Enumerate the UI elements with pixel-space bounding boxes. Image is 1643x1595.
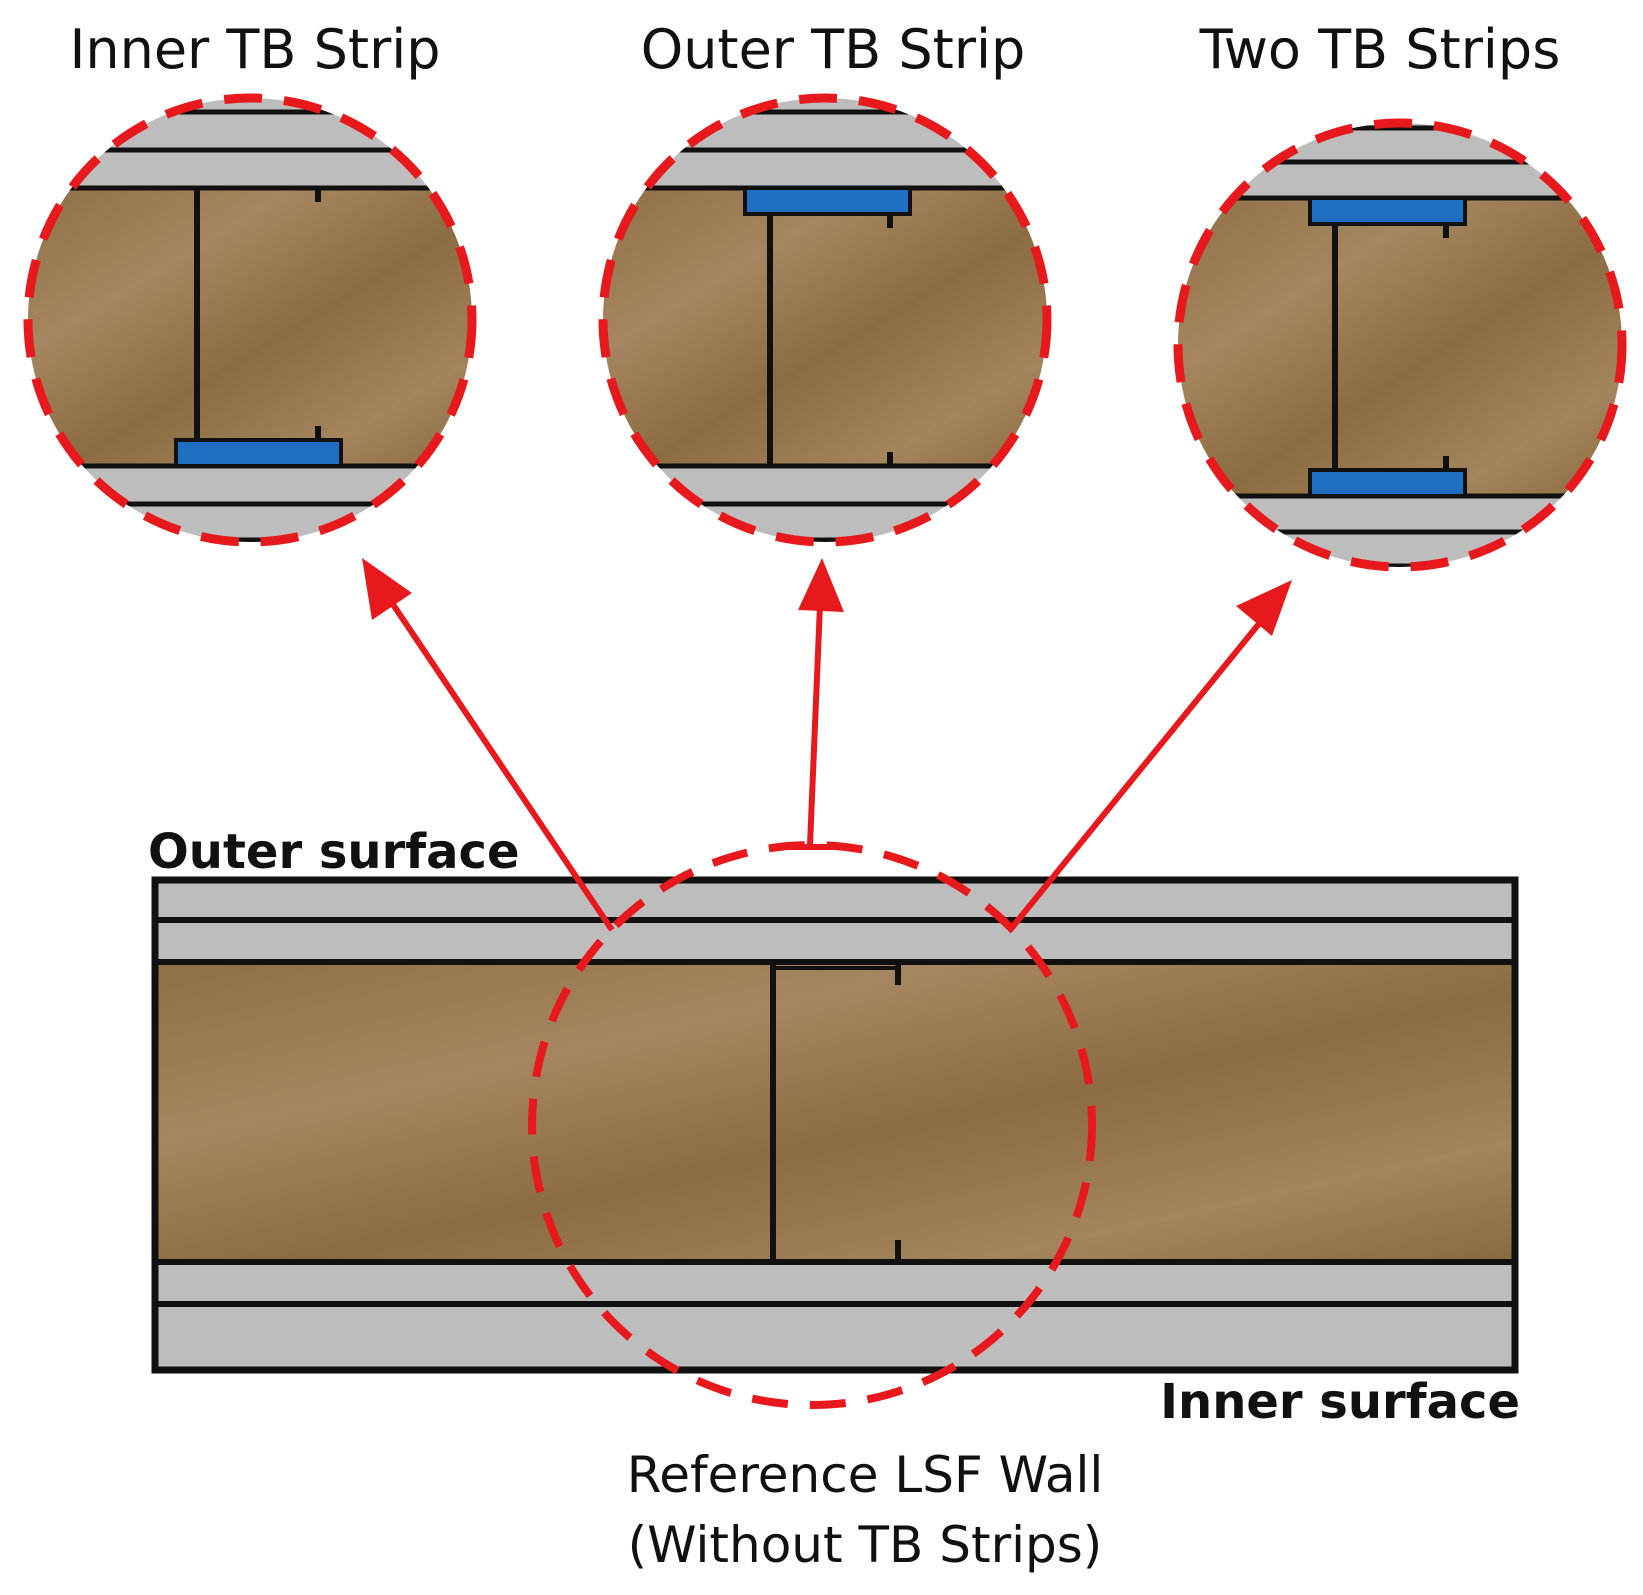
reference-highlight-circle (528, 841, 1096, 1409)
tb-strip-outer-two (1308, 196, 1467, 226)
caption-line-2: (Without TB Strips) (628, 1516, 1103, 1574)
tb-strip-inner-two (1308, 468, 1467, 498)
arrow-to-outer (787, 558, 844, 850)
panel-title-outer: Outer TB Strip (641, 18, 1026, 81)
tb-strip-outer (743, 186, 912, 216)
inner-surface-label: Inner surface (1160, 1374, 1520, 1430)
detail-circle-two (1173, 118, 1627, 572)
detail-circle-outer (598, 93, 1052, 547)
outer-surface-label: Outer surface (148, 824, 520, 880)
tb-strip-inner (174, 438, 343, 468)
panel-title-inner: Inner TB Strip (69, 18, 440, 81)
panel-title-two: Two TB Strips (1199, 18, 1561, 81)
arrow-to-two (1007, 580, 1292, 932)
detail-circle-inner (23, 93, 477, 547)
caption-line-1: Reference LSF Wall (627, 1446, 1104, 1504)
reference-wall (151, 876, 1519, 1374)
arrow-to-inner (362, 558, 615, 932)
